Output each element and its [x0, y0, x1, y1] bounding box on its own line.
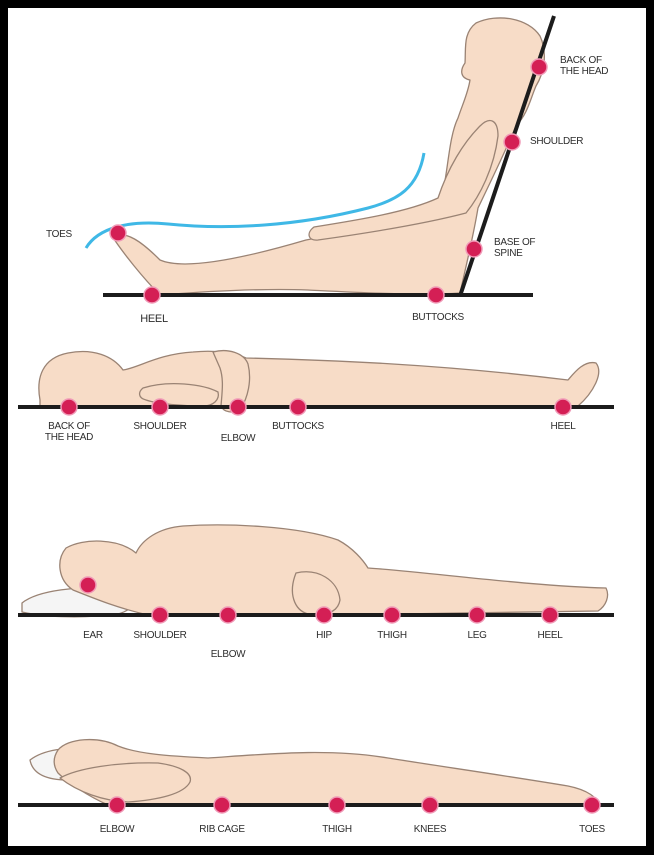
label-elbow-supine: ELBOW	[221, 433, 256, 444]
label-back-of-head-supine: BACK OF THE HEAD	[45, 421, 93, 443]
pressure-point-side-lying-shoulder	[152, 607, 168, 623]
pressure-point-side-lying-thigh	[384, 607, 400, 623]
label-ear: EAR	[83, 630, 103, 641]
figure-side-lying	[22, 525, 608, 617]
pressure-point-side-lying-leg	[469, 607, 485, 623]
label-elbow-prone: ELBOW	[100, 824, 135, 835]
label-heel-supine: HEEL	[551, 421, 576, 432]
label-elbow-side: ELBOW	[211, 649, 246, 660]
label-toes-prone: TOES	[579, 824, 605, 835]
pressure-point-sitting-base-of-spine	[466, 241, 482, 257]
label-heel-side: HEEL	[538, 630, 563, 641]
label-buttocks-supine: BUTTOCKS	[272, 421, 324, 432]
label-heel-sitting: HEEL	[140, 314, 168, 325]
label-back-of-head-sitting: BACK OF THE HEAD	[560, 55, 608, 77]
pressure-point-prone-toes	[584, 797, 600, 813]
pressure-point-supine-heel	[555, 399, 571, 415]
pressure-point-supine-elbow	[230, 399, 246, 415]
label-toes-sitting: TOES	[46, 229, 72, 240]
pressure-point-sitting-heel	[144, 287, 160, 303]
label-knees: KNEES	[414, 824, 446, 835]
pressure-point-sitting-shoulder	[504, 134, 520, 150]
pressure-point-prone-thigh	[329, 797, 345, 813]
pressure-point-side-lying-heel	[542, 607, 558, 623]
label-base-of-spine: BASE OF SPINE	[494, 237, 535, 259]
label-rib-cage: RIB CAGE	[199, 824, 244, 835]
pressure-point-sitting-toes	[110, 225, 126, 241]
pressure-point-sitting-back-of-the-head	[531, 59, 547, 75]
label-hip: HIP	[316, 630, 332, 641]
figure-prone	[30, 740, 598, 806]
label-shoulder-supine: SHOULDER	[133, 421, 186, 432]
pressure-points	[61, 59, 600, 813]
label-buttocks-sitting: BUTTOCKS	[412, 312, 464, 323]
pressure-point-supine-shoulder	[152, 399, 168, 415]
pressure-point-prone-knees	[422, 797, 438, 813]
pressure-point-supine-buttocks	[290, 399, 306, 415]
label-shoulder-sitting: SHOULDER	[530, 136, 583, 147]
pressure-point-prone-rib-cage	[214, 797, 230, 813]
diagram-frame: BACK OF THE HEAD SHOULDER BASE OF SPINE …	[8, 8, 646, 846]
pressure-point-sitting-buttocks	[428, 287, 444, 303]
label-shoulder-side: SHOULDER	[133, 630, 186, 641]
pressure-point-side-lying-hip	[316, 607, 332, 623]
pressure-point-prone-elbow	[109, 797, 125, 813]
pressure-point-side-lying-elbow	[220, 607, 236, 623]
label-leg: LEG	[467, 630, 486, 641]
pressure-point-side-lying-ear	[80, 577, 96, 593]
label-thigh-prone: THIGH	[322, 824, 352, 835]
figure-supine	[39, 351, 599, 412]
label-thigh-side: THIGH	[377, 630, 407, 641]
pressure-point-supine-back-of-the-head	[61, 399, 77, 415]
